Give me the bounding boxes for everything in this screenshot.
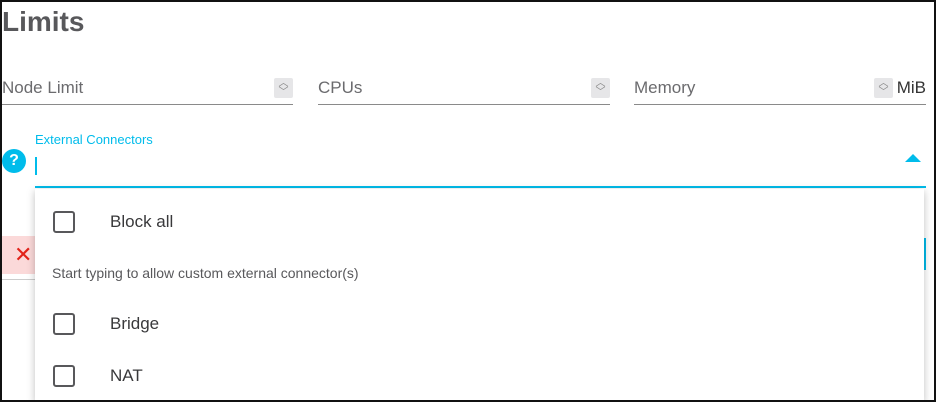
external-connectors-label: External Connectors	[35, 132, 153, 147]
node-limit-stepper-icon[interactable]: ︿﹀	[274, 78, 293, 98]
memory-input[interactable]: Memory ︿﹀ MiB	[634, 72, 926, 105]
page-title: Limits	[2, 6, 85, 37]
background-element	[922, 238, 926, 270]
checkbox[interactable]	[53, 313, 75, 335]
text-caret	[35, 157, 37, 175]
cpus-input[interactable]: CPUs ︿﹀	[318, 72, 610, 105]
option-bridge[interactable]: Bridge	[35, 303, 924, 343]
external-connectors-dropdown: Block all Start typing to allow custom e…	[35, 189, 924, 402]
option-label: NAT	[110, 366, 143, 385]
collapse-arrow-icon[interactable]	[905, 154, 921, 162]
option-block-all[interactable]: Block all	[35, 201, 924, 241]
option-nat[interactable]: NAT	[35, 355, 924, 395]
cpus-stepper-icon[interactable]: ︿﹀	[591, 78, 610, 98]
memory-unit: MiB	[896, 78, 926, 97]
node-limit-input[interactable]: Node Limit ︿﹀	[2, 72, 293, 105]
option-label: Block all	[110, 212, 174, 231]
checkbox[interactable]	[53, 365, 75, 387]
memory-label: Memory	[634, 78, 696, 97]
memory-stepper-icon[interactable]: ︿﹀	[874, 78, 893, 98]
divider	[2, 279, 42, 280]
checkbox[interactable]	[53, 211, 75, 233]
node-limit-label: Node Limit	[2, 78, 84, 97]
help-icon[interactable]: ?	[2, 149, 26, 173]
external-connectors-input[interactable]	[35, 148, 926, 188]
cpus-label: CPUs	[318, 78, 363, 97]
option-label: Bridge	[110, 314, 160, 333]
dropdown-hint: Start typing to allow custom external co…	[52, 265, 359, 281]
